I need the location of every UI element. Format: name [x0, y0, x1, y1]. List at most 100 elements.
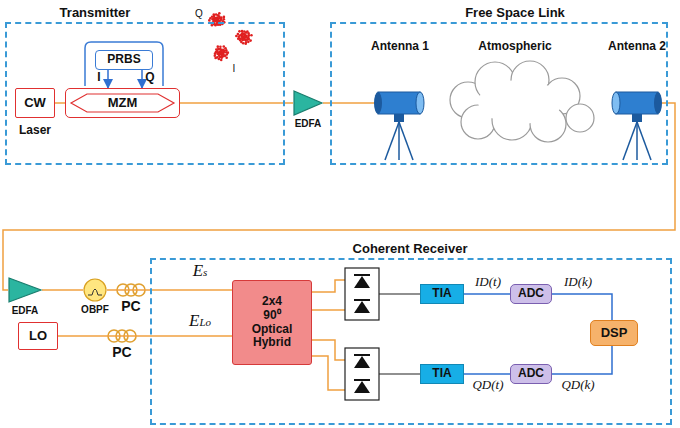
constellation-point — [216, 18, 219, 21]
local-oscillator-box: LO — [18, 322, 58, 350]
constellation-point — [218, 53, 221, 56]
constellation-points — [208, 12, 253, 61]
signal-label: QD(t) — [472, 378, 503, 392]
amplifier-shape — [8, 277, 42, 303]
node-label: ADC — [518, 287, 544, 300]
connector — [552, 346, 612, 374]
constellation-point — [238, 30, 241, 33]
constellation-point — [216, 45, 219, 48]
constellation-point — [247, 41, 250, 44]
transmitter-region: TransmitterCWPRBSMZM — [5, 22, 285, 165]
constellation-point — [221, 52, 224, 55]
constellation-point — [249, 39, 252, 42]
optical-hybrid-box: 2x4 90⁰ Optical Hybrid — [232, 280, 312, 365]
laser-box: CW — [15, 88, 55, 118]
hybrid-output — [312, 280, 345, 390]
constellation-point — [245, 41, 248, 44]
node-label: TIA — [432, 287, 451, 300]
constellation-point — [225, 56, 228, 59]
photocurrent-wire — [379, 293, 420, 294]
pc-label: PC — [121, 299, 140, 314]
constellation-point — [239, 37, 242, 40]
medium-label: Atmospheric — [478, 40, 551, 53]
node-label: DSP — [601, 326, 628, 340]
node-label: Transmitter — [60, 6, 131, 20]
signal-label: ID(k) — [564, 275, 592, 289]
modulator-box: MZM — [65, 88, 180, 118]
connector — [464, 293, 510, 295]
constellation-point — [216, 50, 219, 53]
filter-circle: OBPF — [83, 278, 107, 302]
lo-field-label: ELo — [189, 312, 211, 331]
signal-field-label: Es — [193, 262, 208, 281]
atmospheric-clouds — [450, 61, 594, 142]
tia-box: TIA — [420, 284, 464, 304]
constellation-point — [241, 30, 244, 33]
photocurrent-wire — [379, 373, 420, 374]
constellation-point — [221, 55, 224, 58]
constellation-point — [218, 12, 221, 15]
constellation-point — [216, 56, 219, 59]
constellation-point — [211, 24, 214, 27]
fiber — [3, 103, 675, 290]
node-label: ADC — [518, 367, 544, 380]
constellation-point — [244, 35, 247, 38]
tia-box: TIA — [420, 364, 464, 384]
node-label: MZM — [108, 96, 138, 110]
pc-label: PC — [112, 345, 131, 360]
node-label: Free Space Link — [465, 6, 565, 20]
node-label: EDFA — [295, 118, 322, 129]
constellation-inset — [194, 3, 258, 75]
antenna-label: Antenna 2 — [608, 40, 666, 53]
node-label: CW — [24, 96, 46, 110]
antenna-1-symbol — [374, 92, 424, 160]
adc-box: ADC — [510, 284, 552, 304]
constellation-point — [223, 16, 226, 19]
constellation-point — [213, 15, 216, 18]
constellation-point — [241, 34, 244, 37]
constellation-point — [213, 19, 216, 22]
adc-box: ADC — [510, 364, 552, 384]
constellation-point — [222, 52, 225, 55]
connector — [107, 289, 232, 291]
amplifier-triangle: EDFA — [293, 90, 323, 116]
constellation-point — [218, 52, 221, 55]
constellation-point — [246, 37, 249, 40]
node-label: TIA — [432, 367, 451, 380]
constellation-point — [237, 33, 240, 36]
prbs-bracket — [85, 42, 163, 86]
filter-shape — [83, 278, 107, 302]
constellation-point — [245, 31, 248, 34]
connector — [141, 70, 143, 88]
node-label: EDFA — [12, 305, 39, 316]
connector — [42, 289, 83, 291]
node-label: OBPF — [81, 304, 109, 315]
connector — [180, 102, 293, 104]
laser-label: Laser — [19, 124, 51, 137]
axis-label: I — [233, 63, 236, 74]
constellation-point — [250, 34, 253, 37]
dsp-box: DSP — [590, 320, 638, 346]
signal-label: Q — [145, 71, 154, 84]
node-label: 2x4 90⁰ Optical Hybrid — [237, 295, 307, 350]
balanced-photodiode — [345, 268, 379, 320]
node-label: PRBS — [107, 53, 140, 66]
antenna-2-symbol — [612, 92, 662, 160]
amplifier-shape — [293, 90, 323, 116]
connector — [55, 102, 65, 104]
constellation-point — [243, 38, 246, 41]
node-label: LO — [29, 329, 47, 343]
signal-label: ID(t) — [475, 275, 501, 289]
node-label: Coherent Receiver — [353, 242, 468, 256]
prbs-box: PRBS — [95, 50, 153, 70]
balanced-photodiode — [345, 348, 379, 400]
connector — [464, 373, 510, 375]
constellation-point — [244, 34, 247, 37]
constellation-point — [220, 59, 223, 62]
axis-label: Q — [195, 8, 203, 19]
constellation-point — [221, 49, 224, 52]
antenna-label: Antenna 1 — [371, 40, 429, 53]
constellation-point — [242, 37, 245, 40]
amplifier-triangle: EDFA — [8, 277, 42, 303]
